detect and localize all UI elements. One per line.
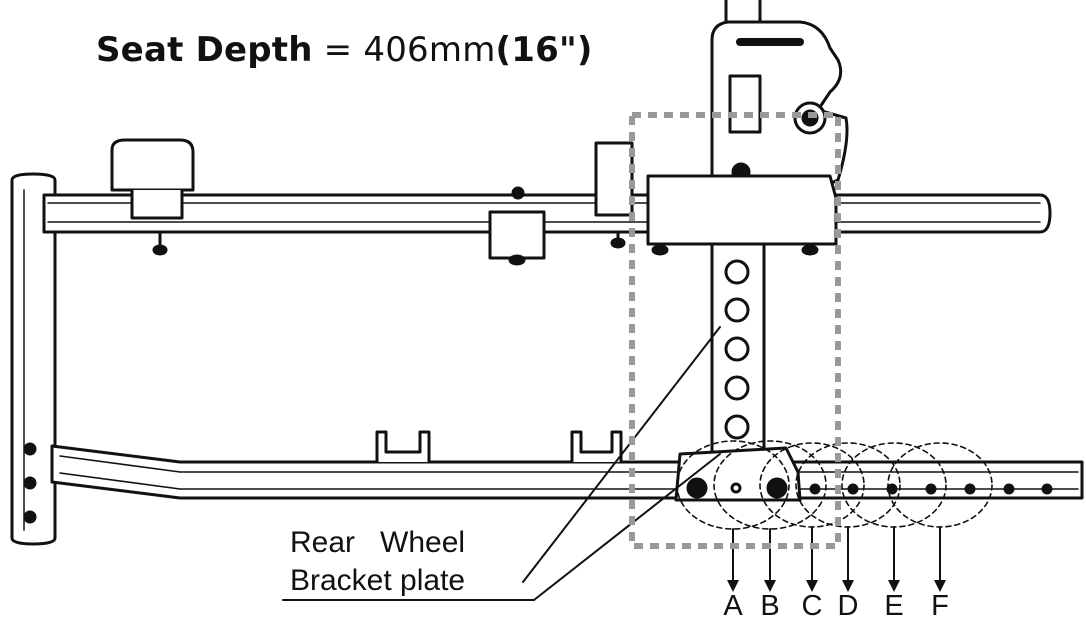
seat-clamp-left <box>110 138 195 256</box>
position-label-d: D <box>837 590 859 622</box>
callout-leader-lines <box>282 326 721 601</box>
vertical-adjustment-plate <box>710 242 766 454</box>
position-arrows <box>732 526 941 586</box>
position-label-e: E <box>884 590 904 622</box>
callout-label-line2: Bracket plate <box>290 564 466 597</box>
position-label-b: B <box>760 590 780 622</box>
position-label-c: C <box>801 590 823 622</box>
rear-wheel-bracket-plate <box>674 446 802 502</box>
upper-frame-tube <box>42 193 1052 234</box>
position-label-a: A <box>723 590 743 622</box>
u-bracket-right <box>570 430 623 464</box>
highlight-box <box>629 112 841 549</box>
callout-label-line1: Rear Wheel <box>290 526 466 559</box>
seat-depth-title: Seat Depth = 406mm(16") <box>96 30 593 70</box>
seat-rail-housing <box>646 174 838 256</box>
front-vertical-post <box>10 172 57 546</box>
middle-bracket <box>488 186 546 266</box>
backrest-mechanism <box>710 0 849 194</box>
lower-frame-tube <box>50 444 1084 500</box>
u-bracket-left <box>375 430 431 464</box>
position-label-f: F <box>931 590 949 622</box>
